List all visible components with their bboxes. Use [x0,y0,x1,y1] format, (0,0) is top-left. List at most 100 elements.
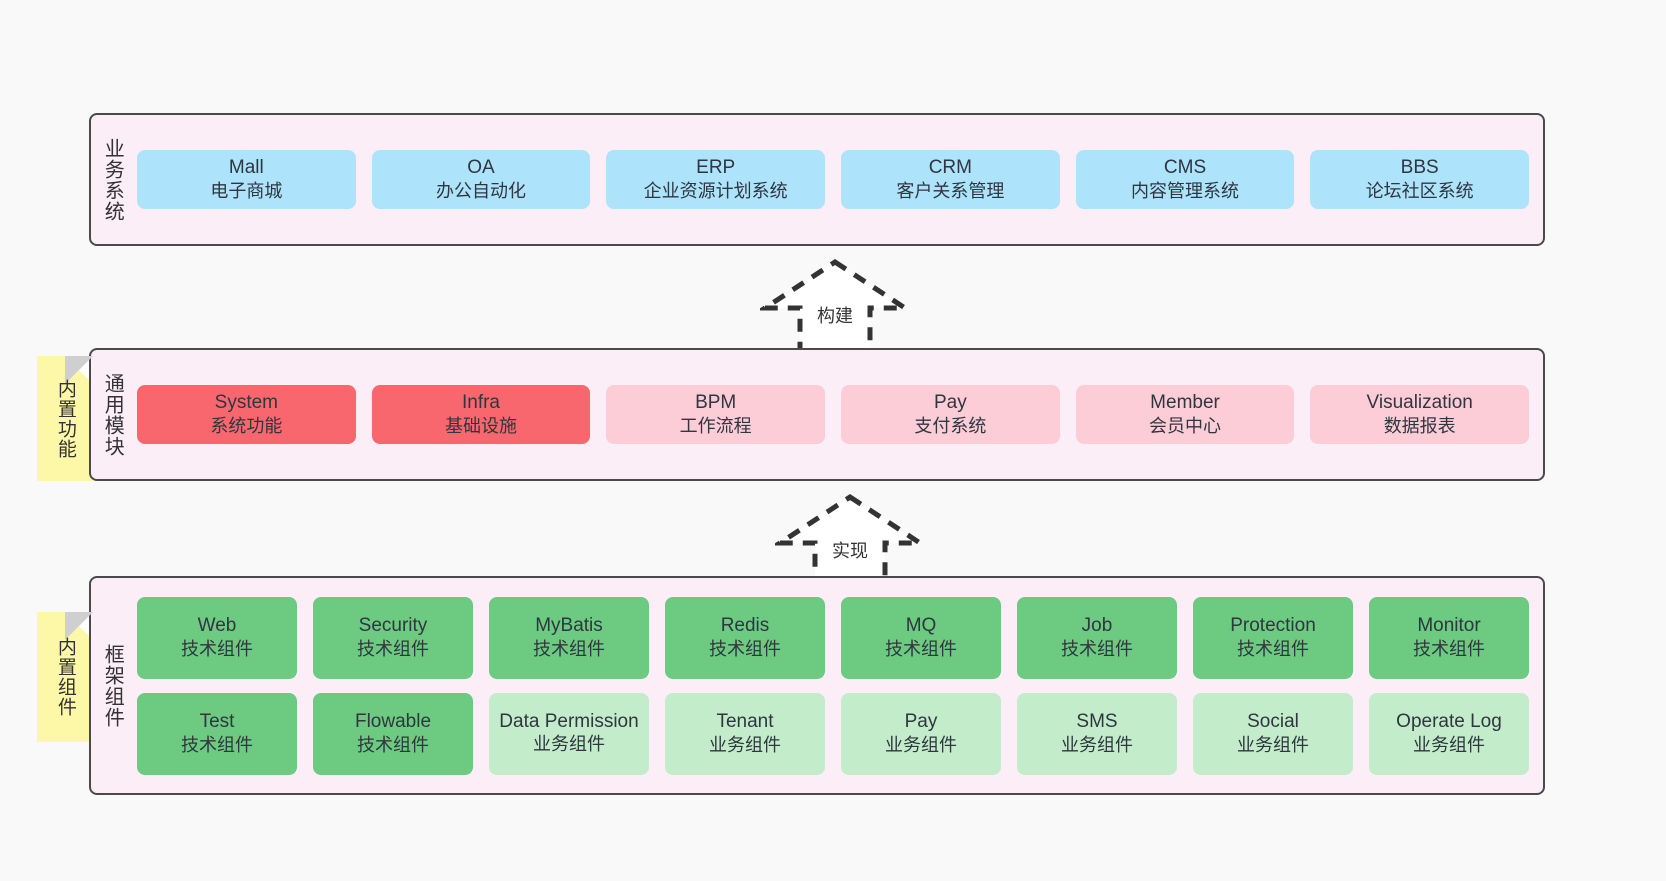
node-title: CRM [928,156,972,178]
layer-business-system: 业务系统 Mall 电子商城 OA 办公自动化 ERP 企业资源计划系统 CRM… [89,113,1545,246]
node-subtitle: 系统功能 [210,416,283,437]
node-title: Visualization [1366,391,1473,413]
node-erp[interactable]: ERP 企业资源计划系统 [606,149,826,210]
node-subtitle: 业务组件 [1237,735,1309,756]
node-subtitle: 企业资源计划系统 [643,181,788,202]
layer-row: System 系统功能 Infra 基础设施 BPM 工作流程 Pay 支付系统… [137,384,1530,445]
layer-row: Mall 电子商城 OA 办公自动化 ERP 企业资源计划系统 CRM 客户关系… [137,149,1530,210]
node-title: Data Permission [499,711,639,733]
node-subtitle: 办公自动化 [436,181,526,202]
node-pay-component[interactable]: Pay 业务组件 [841,692,1001,775]
sticky-note-builtin-feature: 内置功能 [37,356,93,481]
node-title: Monitor [1417,614,1481,636]
node-title: Security [358,614,428,636]
node-bbs[interactable]: BBS 论坛社区系统 [1310,149,1530,210]
node-security[interactable]: Security 技术组件 [313,596,473,679]
node-title: System [214,391,279,413]
node-subtitle: 数据报表 [1383,416,1456,437]
node-subtitle: 论坛社区系统 [1365,181,1474,202]
node-subtitle: 业务组件 [533,733,605,754]
node-tenant[interactable]: Tenant 业务组件 [665,692,825,775]
node-operate-log[interactable]: Operate Log 业务组件 [1369,692,1529,775]
layer-common-module: 通用模块 System 系统功能 Infra 基础设施 BPM 工作流程 Pay… [89,348,1545,481]
layer-body-common-module: System 系统功能 Infra 基础设施 BPM 工作流程 Pay 支付系统… [133,350,1543,479]
node-title: BPM [695,391,737,413]
node-subtitle: 业务组件 [709,735,781,756]
node-subtitle: 支付系统 [914,416,987,437]
node-flowable[interactable]: Flowable 技术组件 [313,692,473,775]
node-subtitle: 业务组件 [1061,735,1133,756]
node-job[interactable]: Job 技术组件 [1017,596,1177,679]
node-bpm[interactable]: BPM 工作流程 [606,384,826,445]
node-title: Flowable [354,710,432,732]
connector-build: 构建 [760,256,910,356]
node-title: OA [467,156,495,178]
node-title: Redis [720,614,770,636]
node-subtitle: 电子商城 [210,181,283,202]
node-title: Mall [228,156,264,178]
node-title: Protection [1230,614,1316,636]
sticky-note-builtin-component: 内置组件 [37,612,93,742]
node-title: ERP [696,156,736,178]
node-mybatis[interactable]: MyBatis 技术组件 [489,596,649,679]
node-subtitle: 技术组件 [181,639,253,660]
node-mq[interactable]: MQ 技术组件 [841,596,1001,679]
connector-implement: 实现 [775,491,925,591]
layer-framework-component: 框架组件 Web 技术组件 Security 技术组件 MyBatis 技术组件… [89,576,1545,795]
node-crm[interactable]: CRM 客户关系管理 [841,149,1060,210]
node-title: Member [1150,391,1220,413]
node-subtitle: 技术组件 [1413,639,1485,660]
layer-title-framework-component: 框架组件 [101,643,124,728]
layer-title-common-module: 通用模块 [101,372,124,457]
node-data-permission[interactable]: Data Permission 业务组件 [489,692,649,775]
layer-body-framework-component: Web 技术组件 Security 技术组件 MyBatis 技术组件 Redi… [133,578,1543,793]
node-cms[interactable]: CMS 内容管理系统 [1075,149,1295,210]
connector-build-label: 构建 [817,306,853,326]
node-infra[interactable]: Infra 基础设施 [371,384,591,445]
layer-row: Web 技术组件 Security 技术组件 MyBatis 技术组件 Redi… [137,596,1529,679]
node-title: BBS [1400,156,1439,178]
sticky-note-label: 内置组件 [54,637,76,717]
node-subtitle: 内容管理系统 [1131,181,1240,202]
node-oa[interactable]: OA 办公自动化 [371,149,591,210]
node-subtitle: 技术组件 [709,639,781,660]
node-title: MQ [905,614,937,636]
node-title: CMS [1163,156,1207,178]
node-subtitle: 技术组件 [181,735,253,756]
node-subtitle: 会员中心 [1149,416,1222,437]
node-monitor[interactable]: Monitor 技术组件 [1369,596,1529,679]
node-subtitle: 业务组件 [885,735,957,756]
node-subtitle: 技术组件 [1237,639,1309,660]
node-title: Job [1081,614,1113,636]
node-title: Web [197,614,237,636]
node-protection[interactable]: Protection 技术组件 [1193,596,1353,679]
node-title: Social [1247,710,1299,732]
node-pay[interactable]: Pay 支付系统 [841,384,1060,445]
node-redis[interactable]: Redis 技术组件 [665,596,825,679]
node-subtitle: 业务组件 [1413,735,1485,756]
node-title: Pay [933,391,967,413]
node-title: MyBatis [535,614,603,636]
node-web[interactable]: Web 技术组件 [137,596,297,679]
node-title: Pay [904,710,938,732]
layer-title-business-system: 业务系统 [101,137,124,222]
node-title: Test [199,710,235,732]
layer-body-business-system: Mall 电子商城 OA 办公自动化 ERP 企业资源计划系统 CRM 客户关系… [133,115,1543,244]
node-subtitle: 客户关系管理 [896,181,1005,202]
node-member[interactable]: Member 会员中心 [1075,384,1295,445]
node-sms[interactable]: SMS 业务组件 [1017,692,1177,775]
node-title: Operate Log [1396,710,1502,732]
node-social[interactable]: Social 业务组件 [1193,692,1353,775]
node-subtitle: 技术组件 [357,735,429,756]
node-mall[interactable]: Mall 电子商城 [137,149,356,210]
sticky-note-label: 内置功能 [54,378,76,459]
node-system[interactable]: System 系统功能 [137,384,356,445]
connector-implement-label: 实现 [832,541,868,561]
layer-row: Test 技术组件 Flowable 技术组件 Data Permission … [137,692,1529,775]
node-subtitle: 技术组件 [533,639,605,660]
node-subtitle: 技术组件 [1061,639,1133,660]
node-subtitle: 技术组件 [885,639,957,660]
node-visualization[interactable]: Visualization 数据报表 [1310,384,1530,445]
node-subtitle: 工作流程 [679,416,752,437]
node-test[interactable]: Test 技术组件 [137,692,297,775]
